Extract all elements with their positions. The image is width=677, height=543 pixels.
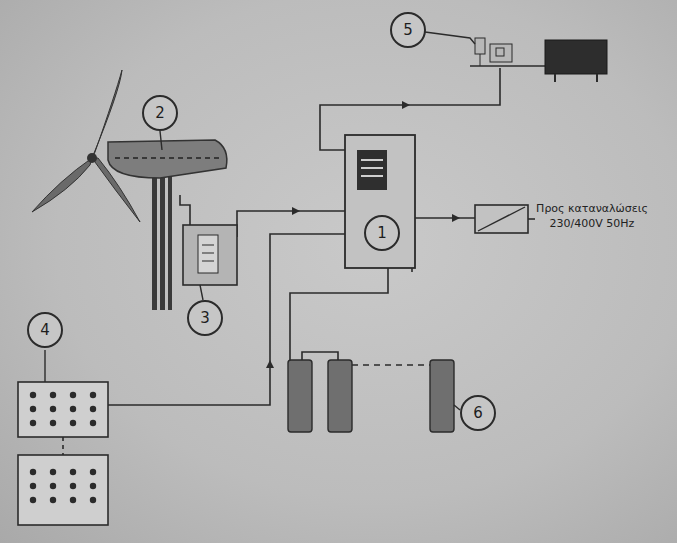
callout-number: 6 bbox=[473, 404, 483, 422]
solar-cell bbox=[70, 497, 76, 503]
blade bbox=[92, 70, 122, 158]
solar-cell bbox=[50, 497, 56, 503]
blade bbox=[92, 158, 140, 222]
leader-line bbox=[44, 350, 45, 382]
callout-circle: 3 bbox=[187, 300, 223, 336]
backup-generator bbox=[470, 38, 607, 82]
wire bbox=[62, 437, 64, 455]
callout-number: 2 bbox=[155, 104, 165, 122]
solar-cells bbox=[30, 392, 96, 503]
arrow-head bbox=[266, 360, 274, 368]
leader-line bbox=[200, 285, 203, 300]
solar-cell bbox=[50, 420, 56, 426]
callout-circle: 6 bbox=[460, 395, 496, 431]
callout-circle: 4 bbox=[27, 312, 63, 348]
callout-number: 1 bbox=[377, 224, 387, 242]
leader-line bbox=[454, 405, 460, 410]
regulator bbox=[183, 225, 237, 285]
solar-cell bbox=[50, 483, 56, 489]
solar-cell bbox=[90, 469, 96, 475]
solar-cell bbox=[30, 420, 36, 426]
solar-cell bbox=[30, 469, 36, 475]
controller bbox=[345, 135, 415, 268]
callout-number: 4 bbox=[40, 321, 50, 339]
arrow-head bbox=[292, 207, 300, 215]
solar-cell bbox=[50, 469, 56, 475]
wiring bbox=[63, 68, 535, 455]
shaft bbox=[115, 157, 222, 159]
callout-number: 5 bbox=[403, 21, 413, 39]
leader-lines bbox=[45, 32, 475, 410]
solar-cell bbox=[30, 406, 36, 412]
solar-panels bbox=[18, 382, 108, 525]
batteries bbox=[288, 360, 454, 432]
solar-cell bbox=[90, 392, 96, 398]
solar-cell bbox=[90, 483, 96, 489]
callout-circle: 2 bbox=[142, 95, 178, 131]
wire bbox=[528, 218, 535, 220]
leader-line bbox=[425, 32, 475, 44]
solar-cell bbox=[50, 406, 56, 412]
tower bbox=[168, 175, 172, 310]
callout-circle: 5 bbox=[390, 12, 426, 48]
solar-cell bbox=[70, 420, 76, 426]
arrow-head bbox=[402, 101, 410, 109]
hub bbox=[87, 153, 97, 163]
solar-cell bbox=[70, 483, 76, 489]
solar-cell bbox=[70, 469, 76, 475]
solar-cell bbox=[70, 392, 76, 398]
solar-cell bbox=[90, 497, 96, 503]
solar-cell bbox=[90, 420, 96, 426]
solar-cell bbox=[30, 497, 36, 503]
solar-cell bbox=[30, 483, 36, 489]
wire bbox=[180, 195, 190, 225]
tower bbox=[160, 175, 165, 310]
wire bbox=[302, 352, 338, 360]
tower bbox=[152, 175, 157, 310]
solar-cell bbox=[50, 392, 56, 398]
solar-cell bbox=[70, 406, 76, 412]
nacelle bbox=[108, 140, 227, 178]
wire bbox=[237, 211, 345, 237]
wire bbox=[415, 217, 475, 219]
callout-number: 3 bbox=[200, 309, 210, 327]
solar-cell bbox=[30, 392, 36, 398]
blade bbox=[32, 158, 92, 212]
wire bbox=[352, 364, 430, 366]
wire-arrows bbox=[266, 101, 460, 368]
arrow-head bbox=[452, 214, 460, 222]
output-label: Προς καταναλώσεις 230/400V 50Hz bbox=[533, 202, 651, 232]
wire bbox=[290, 268, 388, 360]
leader-line bbox=[160, 131, 162, 150]
solar-cell bbox=[90, 406, 96, 412]
callout-circle: 1 bbox=[364, 215, 400, 251]
inverter bbox=[475, 205, 528, 233]
